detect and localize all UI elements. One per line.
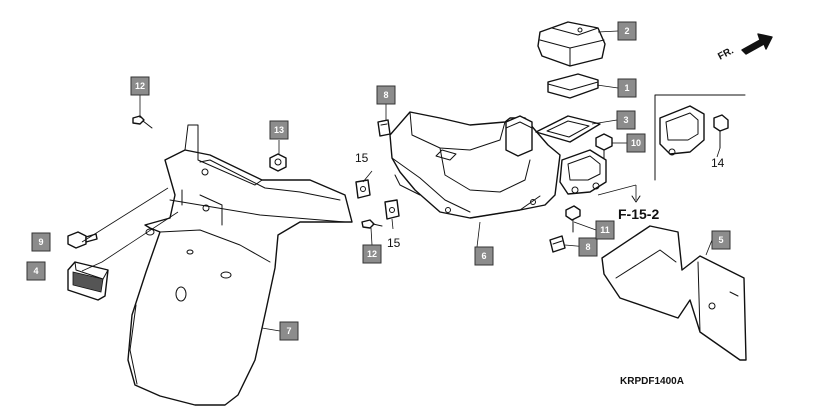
callout-5[interactable]: 5	[711, 230, 731, 250]
callout-12-lower[interactable]: 12	[362, 244, 382, 264]
gasket-part[interactable]	[535, 115, 601, 143]
label-14[interactable]: 14	[711, 156, 725, 170]
callout-7[interactable]: 7	[279, 321, 299, 341]
callout-8-upper[interactable]: 8	[376, 85, 396, 105]
svg-text:8: 8	[383, 90, 388, 100]
reflector-part[interactable]	[67, 261, 109, 301]
reference-label: F-15-2	[618, 206, 659, 222]
svg-text:9: 9	[38, 237, 43, 247]
callout-10[interactable]: 10	[626, 133, 646, 153]
rear-fender-part[interactable]	[127, 124, 353, 406]
cover-cap-part[interactable]	[537, 21, 606, 67]
front-direction-arrow: FR.	[716, 33, 773, 63]
label-15-upper[interactable]: 15	[355, 151, 369, 165]
label-15-lower[interactable]: 15	[387, 236, 401, 250]
screw-12-right-part[interactable]	[361, 219, 383, 229]
fr-label: FR.	[716, 45, 736, 62]
license-bracket-part[interactable]	[601, 225, 747, 361]
svg-text:7: 7	[286, 326, 291, 336]
svg-text:8: 8	[585, 242, 590, 252]
svg-text:12: 12	[135, 81, 145, 91]
bolt-10-part[interactable]	[595, 133, 613, 161]
clip-8-lower-part[interactable]	[549, 235, 566, 253]
svg-text:6: 6	[481, 251, 486, 261]
screw-11-part[interactable]	[565, 205, 581, 233]
svg-text:10: 10	[631, 138, 641, 148]
svg-text:2: 2	[624, 26, 629, 36]
storage-box-part[interactable]	[389, 111, 561, 219]
callout-8-lower[interactable]: 8	[578, 237, 598, 257]
callout-12-upper[interactable]: 12	[130, 76, 150, 96]
nut-13-part[interactable]	[269, 153, 287, 172]
reference-f-15-2: F-15-2	[597, 184, 659, 222]
callout-4[interactable]: 4	[26, 261, 46, 281]
callout-6[interactable]: 6	[474, 246, 494, 266]
callout-11[interactable]: 11	[595, 220, 615, 240]
svg-text:12: 12	[367, 249, 377, 259]
filter-housing-part[interactable]	[559, 149, 607, 195]
diagram-code: KRPDF1400A	[620, 376, 684, 387]
callout-3[interactable]: 3	[616, 110, 636, 130]
clip-15-upper-part[interactable]	[355, 179, 371, 199]
svg-text:5: 5	[718, 235, 723, 245]
svg-text:13: 13	[274, 125, 284, 135]
callout-2[interactable]: 2	[617, 21, 637, 41]
svg-text:4: 4	[33, 266, 38, 276]
filter-element-part[interactable]	[547, 73, 599, 99]
callout-1[interactable]: 1	[617, 78, 637, 98]
svg-text:11: 11	[600, 225, 610, 235]
callout-9[interactable]: 9	[31, 232, 51, 252]
bolt-9-part[interactable]	[67, 231, 98, 249]
clip-15-lower-part[interactable]	[384, 199, 400, 220]
screw-12-left-part[interactable]	[132, 115, 153, 129]
clip-8-upper-part[interactable]	[377, 119, 391, 137]
inset-detail-box	[654, 94, 746, 181]
leader-lines	[81, 30, 721, 332]
callout-13[interactable]: 13	[269, 120, 289, 140]
svg-text:1: 1	[624, 83, 629, 93]
svg-text:3: 3	[623, 115, 628, 125]
